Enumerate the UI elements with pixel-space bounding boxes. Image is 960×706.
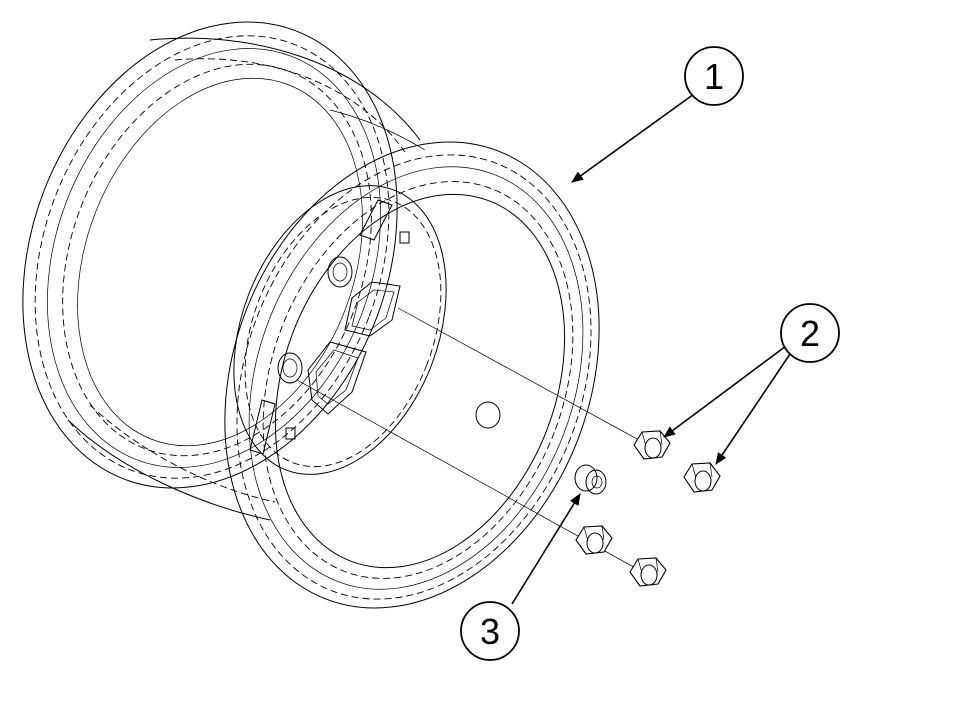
callout-1-label: 1	[704, 56, 724, 97]
lug-nut-lower-right	[629, 557, 667, 587]
callout-1: 1	[571, 46, 744, 183]
rim-center-disc	[233, 185, 501, 475]
rim-barrel	[67, 37, 426, 521]
wheel-rim	[22, 21, 649, 609]
callout-3-label: 3	[480, 611, 500, 652]
rim-back-flange	[22, 21, 398, 489]
lug-nut-upper-right	[683, 462, 721, 493]
valve-grommet	[574, 464, 607, 495]
callout-3: 3	[460, 493, 581, 661]
rim-front-flange	[224, 141, 600, 609]
callout-2: 2	[663, 303, 840, 465]
lug-nut-upper-left	[633, 430, 671, 460]
callout-2-label: 2	[800, 313, 820, 354]
lug-nut-lower-left	[575, 525, 613, 555]
assembly-axis-upper	[397, 307, 649, 446]
